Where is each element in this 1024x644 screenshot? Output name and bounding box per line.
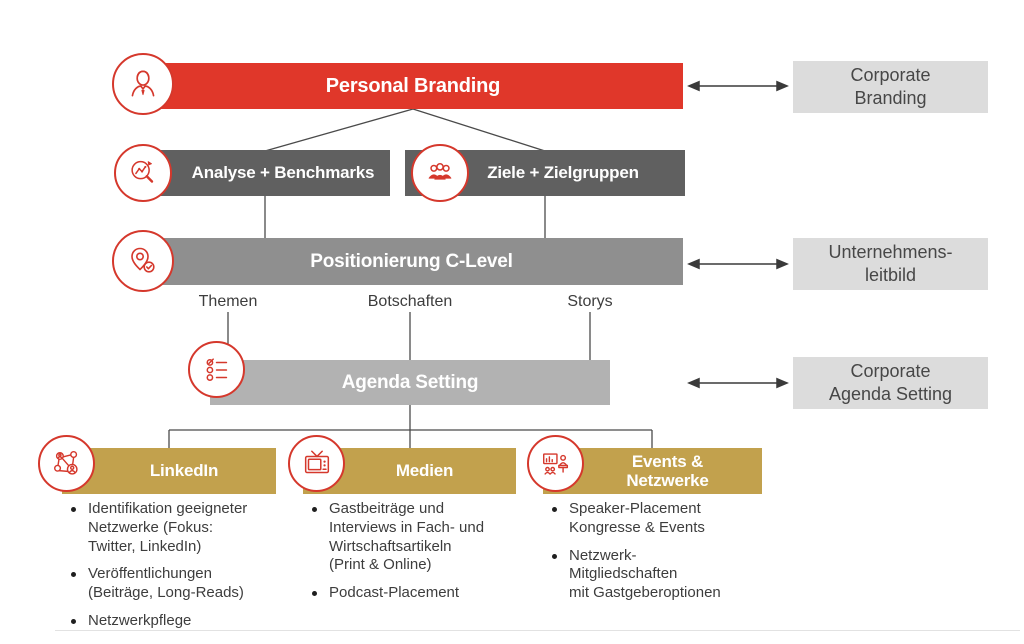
- connector-branding-to-ziele: [412, 108, 546, 152]
- corporate-branding-label: Corporate Branding: [850, 64, 931, 108]
- chart-magnifier-icon: [114, 144, 172, 202]
- unternehmensleitbild-label: Unternehmens- leitbild: [828, 241, 953, 285]
- person-icon: [112, 53, 174, 115]
- list-item: Podcast-Placement: [303, 584, 528, 603]
- unternehmensleitbild-box: Unternehmens- leitbild: [793, 238, 988, 290]
- list-item: Speaker-Placement Kongresse & Events: [543, 500, 778, 538]
- arrow-agenda: [687, 377, 789, 389]
- events-bullet-list: Speaker-Placement Kongresse & Events Net…: [543, 500, 778, 612]
- agenda-setting-label: Agenda Setting: [341, 371, 479, 393]
- people-group-icon: [411, 144, 469, 202]
- list-item: Netzwerkpflege: [62, 612, 282, 631]
- arrow-branding: [687, 80, 789, 92]
- list-item: Netzwerk- Mitgliedschaften mit Gastgeber…: [543, 547, 778, 603]
- bottom-divider: [55, 630, 1020, 631]
- sub-label-storys: Storys: [567, 293, 613, 310]
- events-netzwerke-channel-label: Events & Netzwerke: [626, 451, 709, 490]
- corporate-agenda-setting-label: Corporate Agenda Setting: [828, 360, 953, 404]
- ziele-zielgruppen-label: Ziele + Zielgruppen: [487, 163, 639, 182]
- linkedin-channel-box: LinkedIn: [62, 448, 276, 494]
- corporate-branding-box: Corporate Branding: [793, 61, 988, 113]
- tv-icon: [288, 435, 345, 492]
- sub-label-botschaften: Botschaften: [367, 293, 453, 310]
- flow-connectors: [168, 108, 653, 449]
- positionierung-box: Positionierung C-Level: [140, 238, 683, 285]
- list-item: Identifikation geeigneter Netzwerke (Fok…: [62, 500, 282, 556]
- sub-label-themen: Themen: [198, 293, 258, 310]
- personal-branding-box: Personal Branding: [143, 63, 683, 109]
- positionierung-label: Positionierung C-Level: [310, 250, 513, 272]
- corporate-agenda-setting-box: Corporate Agenda Setting: [793, 357, 988, 409]
- agenda-setting-box: Agenda Setting: [210, 360, 610, 405]
- list-item: Gastbeiträge und Interviews in Fach- und…: [303, 500, 528, 575]
- connector-branding-to-analyse: [264, 108, 414, 152]
- list-item: Veröffentlichungen (Beiträge, Long-Reads…: [62, 565, 282, 603]
- medien-bullet-list: Gastbeiträge und Interviews in Fach- und…: [303, 500, 528, 612]
- linkedin-channel-label: LinkedIn: [149, 461, 219, 480]
- network-icon: [38, 435, 95, 492]
- presentation-icon: [527, 435, 584, 492]
- medien-channel-label: Medien: [395, 461, 454, 480]
- personal-branding-label: Personal Branding: [325, 74, 501, 97]
- double-arrows: [687, 80, 789, 389]
- events-netzwerke-channel-box: Events & Netzwerke: [543, 448, 762, 494]
- analyse-benchmarks-label: Analyse + Benchmarks: [191, 163, 375, 182]
- analyse-benchmarks-box: Analyse + Benchmarks: [140, 150, 390, 196]
- arrow-leitbild: [687, 258, 789, 270]
- location-pin-check-icon: [112, 230, 174, 292]
- linkedin-bullet-list: Identifikation geeigneter Netzwerke (Fok…: [62, 500, 282, 640]
- checklist-icon: [188, 341, 245, 398]
